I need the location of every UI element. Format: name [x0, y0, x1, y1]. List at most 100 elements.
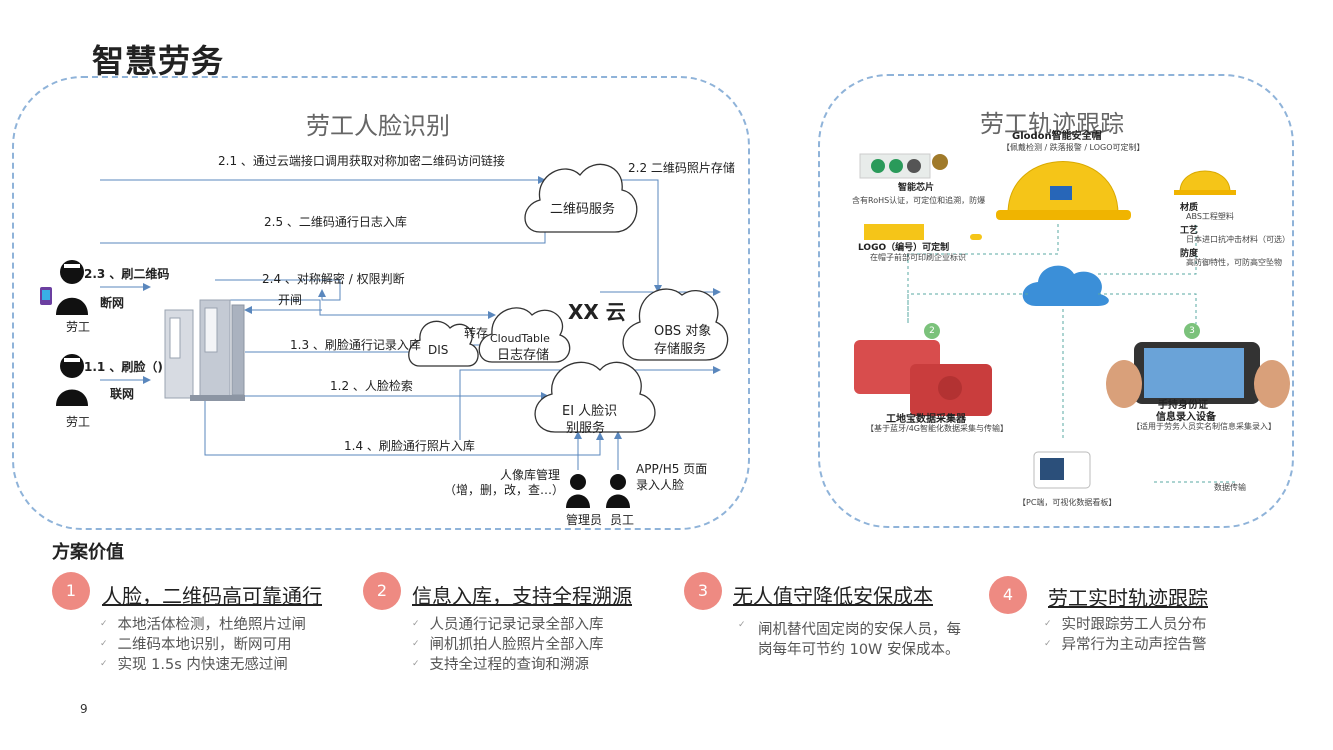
chip-desc: 含有RoHS认证，可定位和追溯，防爆	[852, 196, 986, 205]
cloudtable-cloud-shape	[478, 307, 571, 363]
chip-parts-illustration	[859, 153, 948, 179]
qr-service-label: 二维码服务	[550, 202, 616, 217]
label-2-1: 2.1 、通过云端接口调用获取对称加密二维码访问链接	[218, 154, 505, 168]
face-recognition-title: 劳工人脸识别	[306, 112, 450, 140]
obs-label-1: OBS 对象	[654, 324, 712, 339]
value-item-4-number: 4	[989, 576, 1027, 614]
label-1-3: 1.3 、刷脸通行记录入库	[290, 338, 421, 352]
label-library: 人像库管理	[500, 468, 561, 482]
value-item-2-heading: 信息入库，支持全程溯源	[412, 584, 632, 608]
face-recognition-panel	[12, 76, 750, 530]
xx-cloud-label: XX 云	[568, 300, 626, 324]
admin-label: 管理员	[566, 513, 603, 527]
cloudtable-label-2: 日志存储	[497, 348, 550, 363]
arrow-2-2	[620, 179, 662, 293]
handheld-device-illustration	[1106, 342, 1290, 408]
spec1-desc: ABS工程塑料	[1186, 212, 1234, 221]
label-2-4: 2.4 、对称解密 / 权限判断	[262, 272, 405, 286]
logo-desc: 在帽子前部可印刷企业标识	[870, 253, 966, 262]
spec3-label: 防度	[1180, 249, 1199, 259]
obs-label-2: 存储服务	[654, 342, 707, 357]
spec1-label: 材质	[1180, 203, 1199, 213]
dis-cloud-label: DIS	[428, 343, 449, 357]
label-2-5: 2.5 、二维码通行日志入库	[264, 215, 407, 229]
worker1-label: 劳工	[66, 320, 91, 334]
label-app-2: 录入人脸	[636, 478, 685, 492]
obs-cloud-shape	[622, 288, 729, 361]
badge-2: 2	[924, 323, 940, 339]
logo-tab-shape	[970, 234, 982, 240]
connector-helmet-side	[1098, 224, 1197, 275]
arrow-1-4	[204, 400, 604, 456]
trajectory-diagram	[854, 153, 1290, 489]
central-cloud-icon	[1022, 265, 1109, 306]
value-item-4-heading: 劳工实时轨迹跟踪	[1048, 586, 1208, 610]
value-item-4-bullet-1: 实时跟踪劳工人员分布	[1044, 615, 1207, 637]
collector-label: 工地宝数据采集器	[886, 414, 966, 425]
arrow-2-4	[215, 279, 341, 301]
face-recognition-diagram	[40, 163, 729, 508]
chip-label: 智能芯片	[898, 183, 935, 193]
helmet-brand-label: Glodon智能安全帽	[1012, 131, 1102, 142]
worker2-action-label: 1.1 、刷脸（)	[84, 360, 163, 374]
data-collector-illustration	[854, 340, 992, 416]
helmet-side-illustration	[1174, 170, 1236, 195]
handheld-label-2: 信息录入设备	[1156, 412, 1216, 423]
value-item-3-heading: 无人值守降低安保成本	[733, 584, 933, 608]
badge-3: 3	[1184, 323, 1200, 339]
logo-sticker-shape	[864, 224, 924, 240]
cloudtable-label-1: CloudTable	[490, 332, 550, 345]
handheld-label: 手持身份证	[1158, 400, 1208, 411]
data-sync-label: 数据传输	[1214, 483, 1246, 492]
spec2-desc: 日本进口抗冲击材料（可选）	[1186, 235, 1290, 244]
value-item-1-bullet-1: 本地活体检测，杜绝照片过闸	[100, 615, 307, 637]
label-open-gate: 开闸	[278, 293, 303, 307]
admin-person-icon	[566, 474, 590, 508]
worker1-mode-label: 断网	[100, 296, 125, 310]
ei-label-1: EI 人脸识	[562, 404, 618, 419]
worker2-person-icon	[56, 354, 88, 406]
trajectory-title: 劳工轨迹跟踪	[980, 110, 1124, 138]
value-item-1-bullet-3: 实现 1.5s 内快速无感过闸	[100, 655, 288, 677]
ei-label-2: 别服务	[566, 421, 606, 436]
value-item-3-paragraph: 闸机替代固定岗的安保人员，每岗每年可节约 10W 安保成本。	[758, 622, 961, 658]
value-item-2-bullet-2: 闸机抓拍人脸照片全部入库	[412, 635, 604, 657]
connector-collector	[907, 293, 1028, 324]
page-number: 9	[80, 702, 88, 716]
value-item-1-heading: 人脸，二维码高可靠通行	[102, 584, 322, 608]
value-item-1-number: 1	[52, 572, 90, 610]
page-title: 智慧劳务	[92, 42, 225, 80]
connector-helmet	[907, 224, 1059, 324]
value-item-2-bullet-3: 支持全过程的查询和溯源	[412, 655, 590, 677]
label-1-2: 1.2 、人脸检索	[330, 379, 413, 393]
label-transfer: 转存	[464, 326, 489, 340]
label-1-4: 1.4 、刷脸通行照片入库	[344, 439, 475, 453]
value-item-3-check-icon: ✓	[738, 620, 746, 630]
arrow-gate-cloudtable	[215, 299, 496, 319]
ei-cloud-shape	[534, 361, 656, 433]
worker2-mode-label: 联网	[110, 387, 135, 401]
spec3-desc: 高防御特性，可防高空坠物	[1186, 258, 1282, 267]
turnstile-gate-illustration	[164, 299, 245, 401]
spec2-label: 工艺	[1180, 226, 1199, 236]
staff-label: 员工	[610, 513, 635, 527]
value-item-4-bullet-2: 异常行为主动声控告警	[1044, 635, 1207, 657]
worker1-person-icon	[40, 260, 88, 315]
staff-person-icon	[606, 474, 630, 508]
helmet-sub-label: 【佩戴检测 / 跌落报警 / LOGO可定制】	[1002, 143, 1145, 152]
logo-label: LOGO（编号）可定制	[858, 243, 950, 253]
worker2-label: 劳工	[66, 415, 91, 429]
smart-helmet-illustration	[996, 161, 1131, 220]
value-section-title: 方案价值	[52, 542, 124, 563]
value-item-2-number: 2	[363, 572, 401, 610]
label-app: APP/H5 页面	[636, 462, 708, 476]
trajectory-tracking-panel	[818, 74, 1294, 528]
value-item-1-bullet-2: 二维码本地识别，断网可用	[100, 635, 292, 657]
dis-cloud-shape	[408, 320, 479, 367]
label-2-2: 2.2 二维码照片存储	[628, 161, 735, 175]
handheld-desc: 【适用于劳务人员实名制信息采集录入】	[1132, 422, 1276, 431]
collector-desc: 【基于蓝牙/4G智能化数据采集与传输】	[866, 424, 1008, 433]
pc-desc: 【PC端，可视化数据看板】	[1018, 498, 1117, 507]
pc-dashboard-illustration	[1033, 451, 1091, 489]
label-library-ops: （增，删，改，查…）	[444, 483, 565, 497]
